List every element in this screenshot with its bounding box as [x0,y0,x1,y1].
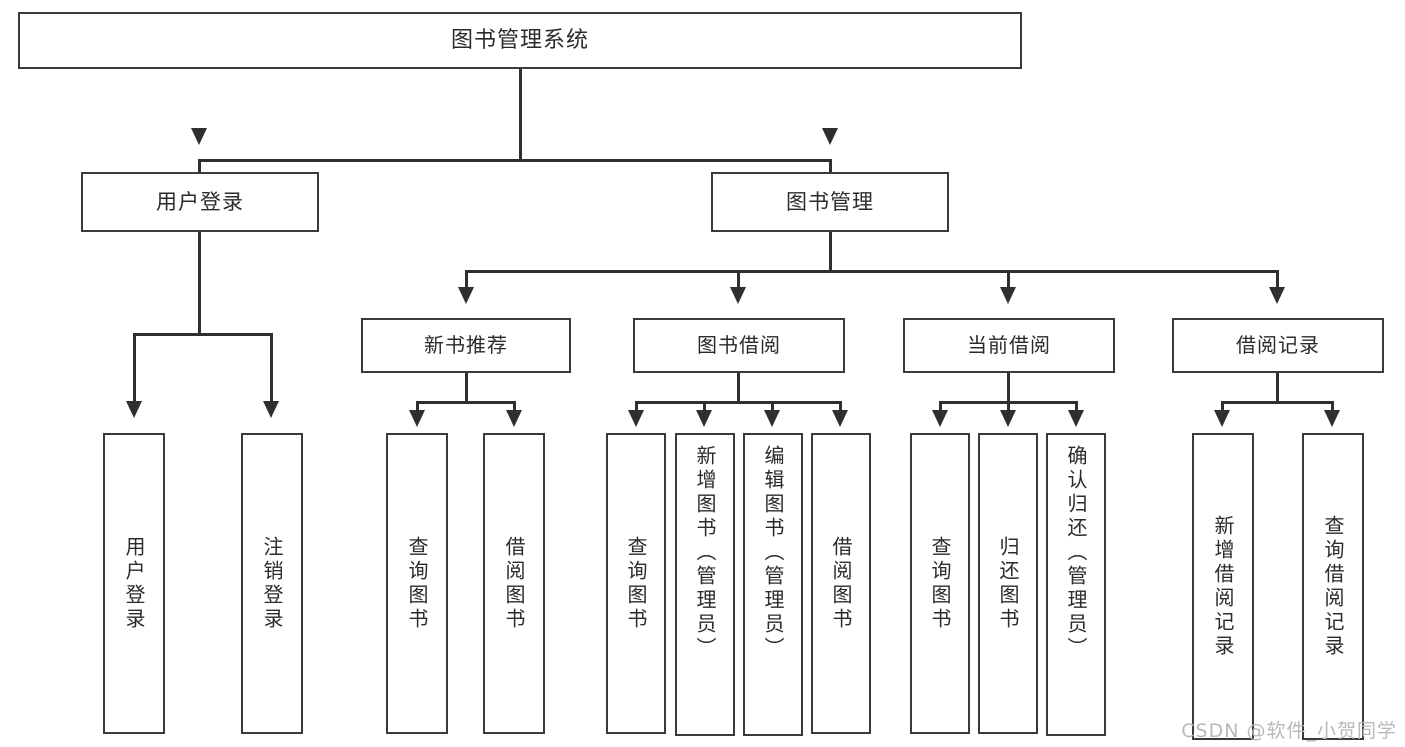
leaf-user-logout[interactable]: 注销登录 [241,433,303,734]
connector-new-book-trunk [465,373,468,403]
connector-new-book-to-leaf-1 [416,401,419,411]
leaf-borrow-borrow-book[interactable]: 借阅图书 [811,433,871,734]
arrowhead-borrow-record-leaf-2 [1324,410,1340,427]
node-root-system[interactable]: 图书管理系统 [18,12,1022,69]
watermark-text: CSDN @软件_小贺同学 [1181,720,1397,742]
connector-borrow-record-to-leaf-2 [1331,401,1334,411]
connector-borrow-record-to-leaf-1 [1221,401,1224,411]
leaf-borrow-edit-book-admin[interactable]: 编辑图书（管理员） [743,433,803,736]
node-label: 新增借阅记录 [1211,514,1235,659]
node-label: 确认归还（管理员） [1064,445,1088,661]
arrowhead-new-book-leaf-2 [506,410,522,427]
connector-book-borrow-to-leaf-4 [839,401,842,411]
connector-book-borrow-bus [636,401,841,404]
node-label: 新书推荐 [424,333,508,357]
arrowhead-root-to-book-manage [822,128,838,145]
connector-book-borrow-to-leaf-2 [703,401,706,411]
node-label: 用户登录 [122,535,146,632]
connector-book-manage-to-current [1007,270,1010,287]
arrowhead-root-to-user-login [191,128,207,145]
leaf-record-query-record[interactable]: 查询借阅记录 [1302,433,1364,740]
node-label: 查询图书 [624,535,648,632]
connector-current-borrow-to-leaf-2 [1007,401,1010,411]
connector-root-bus [199,159,832,162]
connector-user-login-bus [134,333,273,336]
arrowhead-borrow-record-leaf-1 [1214,410,1230,427]
connector-book-manage-trunk [829,232,832,272]
leaf-new-book-query-book[interactable]: 查询图书 [386,433,448,734]
node-label: 注销登录 [260,535,284,632]
node-label: 借阅图书 [829,535,853,632]
node-borrow-record[interactable]: 借阅记录 [1172,318,1384,373]
node-label: 用户登录 [156,189,244,214]
connector-root-trunk [519,69,522,161]
connector-new-book-to-leaf-2 [513,401,516,411]
arrowhead-current-borrow-leaf-3 [1068,410,1084,427]
node-user-login[interactable]: 用户登录 [81,172,319,232]
arrowhead-book-borrow-leaf-1 [628,410,644,427]
connector-new-book-bus [417,401,516,404]
connector-book-manage-to-record [1276,270,1279,287]
leaf-borrow-query-book[interactable]: 查询图书 [606,433,666,734]
connector-root-to-user-login [198,159,201,180]
connector-user-login-to-leaf-1 [133,333,136,401]
connector-book-borrow-trunk [737,373,740,403]
leaf-user-login[interactable]: 用户登录 [103,433,165,734]
node-label: 查询图书 [405,535,429,632]
leaf-current-confirm-return-admin[interactable]: 确认归还（管理员） [1046,433,1106,736]
leaf-borrow-add-book-admin[interactable]: 新增图书（管理员） [675,433,735,736]
node-label: 当前借阅 [967,333,1051,357]
arrowhead-current-borrow-leaf-1 [932,410,948,427]
arrowhead-book-manage-borrow [730,287,746,304]
connector-borrow-record-bus [1222,401,1334,404]
node-label: 图书借阅 [697,333,781,357]
node-label: 借阅图书 [502,535,526,632]
arrowhead-current-borrow-leaf-2 [1000,410,1016,427]
arrowhead-book-borrow-leaf-3 [764,410,780,427]
arrowhead-new-book-leaf-1 [409,410,425,427]
arrowhead-book-manage-new-book [458,287,474,304]
arrowhead-book-manage-current [1000,287,1016,304]
connector-book-borrow-to-leaf-1 [635,401,638,411]
connector-book-manage-bus [466,270,1279,273]
arrowhead-book-manage-record [1269,287,1285,304]
node-book-borrow[interactable]: 图书借阅 [633,318,845,373]
node-book-manage[interactable]: 图书管理 [711,172,949,232]
node-label: 编辑图书（管理员） [761,445,785,661]
node-label: 借阅记录 [1236,333,1320,357]
leaf-current-return-book[interactable]: 归还图书 [978,433,1038,734]
arrowhead-user-login-leaf-2 [263,401,279,418]
node-current-borrow[interactable]: 当前借阅 [903,318,1115,373]
connector-book-manage-to-borrow [737,270,740,287]
node-label: 新增图书（管理员） [693,445,717,661]
connector-book-borrow-to-leaf-3 [771,401,774,411]
connector-borrow-record-trunk [1276,373,1279,403]
node-label: 查询图书 [928,535,952,632]
leaf-new-book-borrow-book[interactable]: 借阅图书 [483,433,545,734]
node-label: 图书管理系统 [450,27,589,53]
arrowhead-book-borrow-leaf-4 [832,410,848,427]
leaf-current-query-book[interactable]: 查询图书 [910,433,970,734]
arrowhead-book-borrow-leaf-2 [696,410,712,427]
connector-current-borrow-to-leaf-3 [1075,401,1078,411]
connector-user-login-trunk [198,232,201,335]
node-label: 归还图书 [996,535,1020,632]
connector-user-login-to-leaf-2 [270,333,273,401]
connector-book-manage-to-new-book [465,270,468,287]
node-label: 查询借阅记录 [1321,514,1345,659]
node-label: 图书管理 [786,189,874,214]
connector-root-to-book-manage [829,159,832,180]
leaf-record-add-record[interactable]: 新增借阅记录 [1192,433,1254,740]
connector-current-borrow-trunk [1007,373,1010,403]
node-new-book-recommend[interactable]: 新书推荐 [361,318,571,373]
connector-current-borrow-to-leaf-1 [939,401,942,411]
arrowhead-user-login-leaf-1 [126,401,142,418]
